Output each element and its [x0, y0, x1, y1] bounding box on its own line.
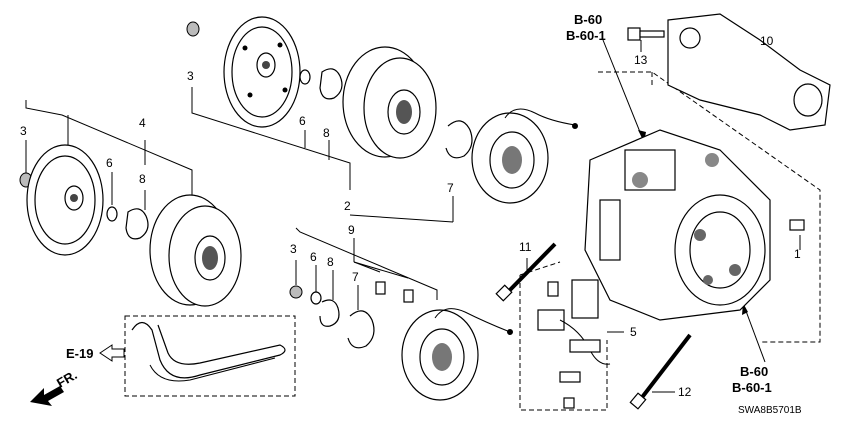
diagram-code: SWA8B5701B — [738, 405, 802, 416]
front-arrow-icon — [30, 386, 64, 406]
callout-8-left: 8 — [139, 172, 146, 186]
ref-b60-top: B-60 — [574, 12, 602, 27]
mid-snap-ring-7 — [347, 310, 375, 349]
callout-2: 2 — [344, 199, 351, 213]
left-washer-6 — [106, 206, 118, 222]
bracket-bolt-13 — [627, 27, 665, 41]
bolt-11 — [495, 242, 557, 302]
upper-snap-ring-7 — [445, 120, 473, 159]
pressure-switch-assembly — [537, 279, 611, 409]
callout-3-left: 3 — [20, 124, 27, 138]
callout-3-mid: 3 — [290, 242, 297, 256]
compressor-bolt-1 — [789, 219, 805, 231]
callout-8-mid: 8 — [327, 255, 334, 269]
reference-labels: B-60 B-60-1 B-60 B-60-1 E-19 FR. SWA8B57… — [54, 12, 802, 416]
mid-snap-ring-8 — [319, 299, 340, 327]
ref-b601-bottom: B-60-1 — [732, 380, 772, 395]
callout-7-mid: 7 — [352, 270, 359, 284]
callout-4: 4 — [139, 116, 146, 130]
ref-b601-top: B-60-1 — [566, 28, 606, 43]
mid-washer-6 — [310, 291, 322, 305]
callout-10: 10 — [760, 34, 774, 48]
callout-5: 5 — [630, 325, 637, 339]
upper-shim-3 — [186, 21, 200, 37]
mid-connector-clips — [375, 281, 414, 303]
callout-3-top: 3 — [187, 69, 194, 83]
left-snap-ring-8 — [125, 208, 149, 240]
drive-belt-box — [124, 315, 296, 397]
callout-8-top: 8 — [323, 126, 330, 140]
left-pulley — [149, 194, 242, 307]
upper-washer-6 — [299, 69, 311, 85]
upper-clutch-plate — [223, 16, 301, 128]
callout-6-mid: 6 — [310, 250, 317, 264]
callout-labels: 1 2 3 3 3 4 5 6 6 6 7 7 8 8 8 9 10 11 12… — [20, 34, 801, 399]
mounting-bracket — [667, 13, 831, 131]
mid-field-coil — [401, 308, 513, 401]
mid-shim-3 — [289, 285, 303, 299]
e19-arrow-icon — [99, 344, 125, 362]
callout-12: 12 — [678, 385, 692, 399]
ref-e19: E-19 — [66, 346, 93, 361]
bolt-12 — [629, 333, 692, 410]
upper-snap-ring-8 — [319, 68, 343, 100]
callout-11: 11 — [519, 240, 532, 254]
callout-13: 13 — [634, 53, 648, 67]
upper-field-coil — [471, 108, 578, 204]
callout-6-top: 6 — [299, 114, 306, 128]
callout-1: 1 — [794, 247, 801, 261]
front-label: FR. — [54, 367, 80, 390]
left-clutch-plate — [26, 144, 104, 256]
upper-pulley — [342, 46, 437, 159]
callout-7-top: 7 — [447, 181, 454, 195]
callout-6-left: 6 — [106, 156, 113, 170]
ref-b60-bottom: B-60 — [740, 364, 768, 379]
callout-9: 9 — [348, 223, 355, 237]
compressor-body — [584, 129, 771, 321]
